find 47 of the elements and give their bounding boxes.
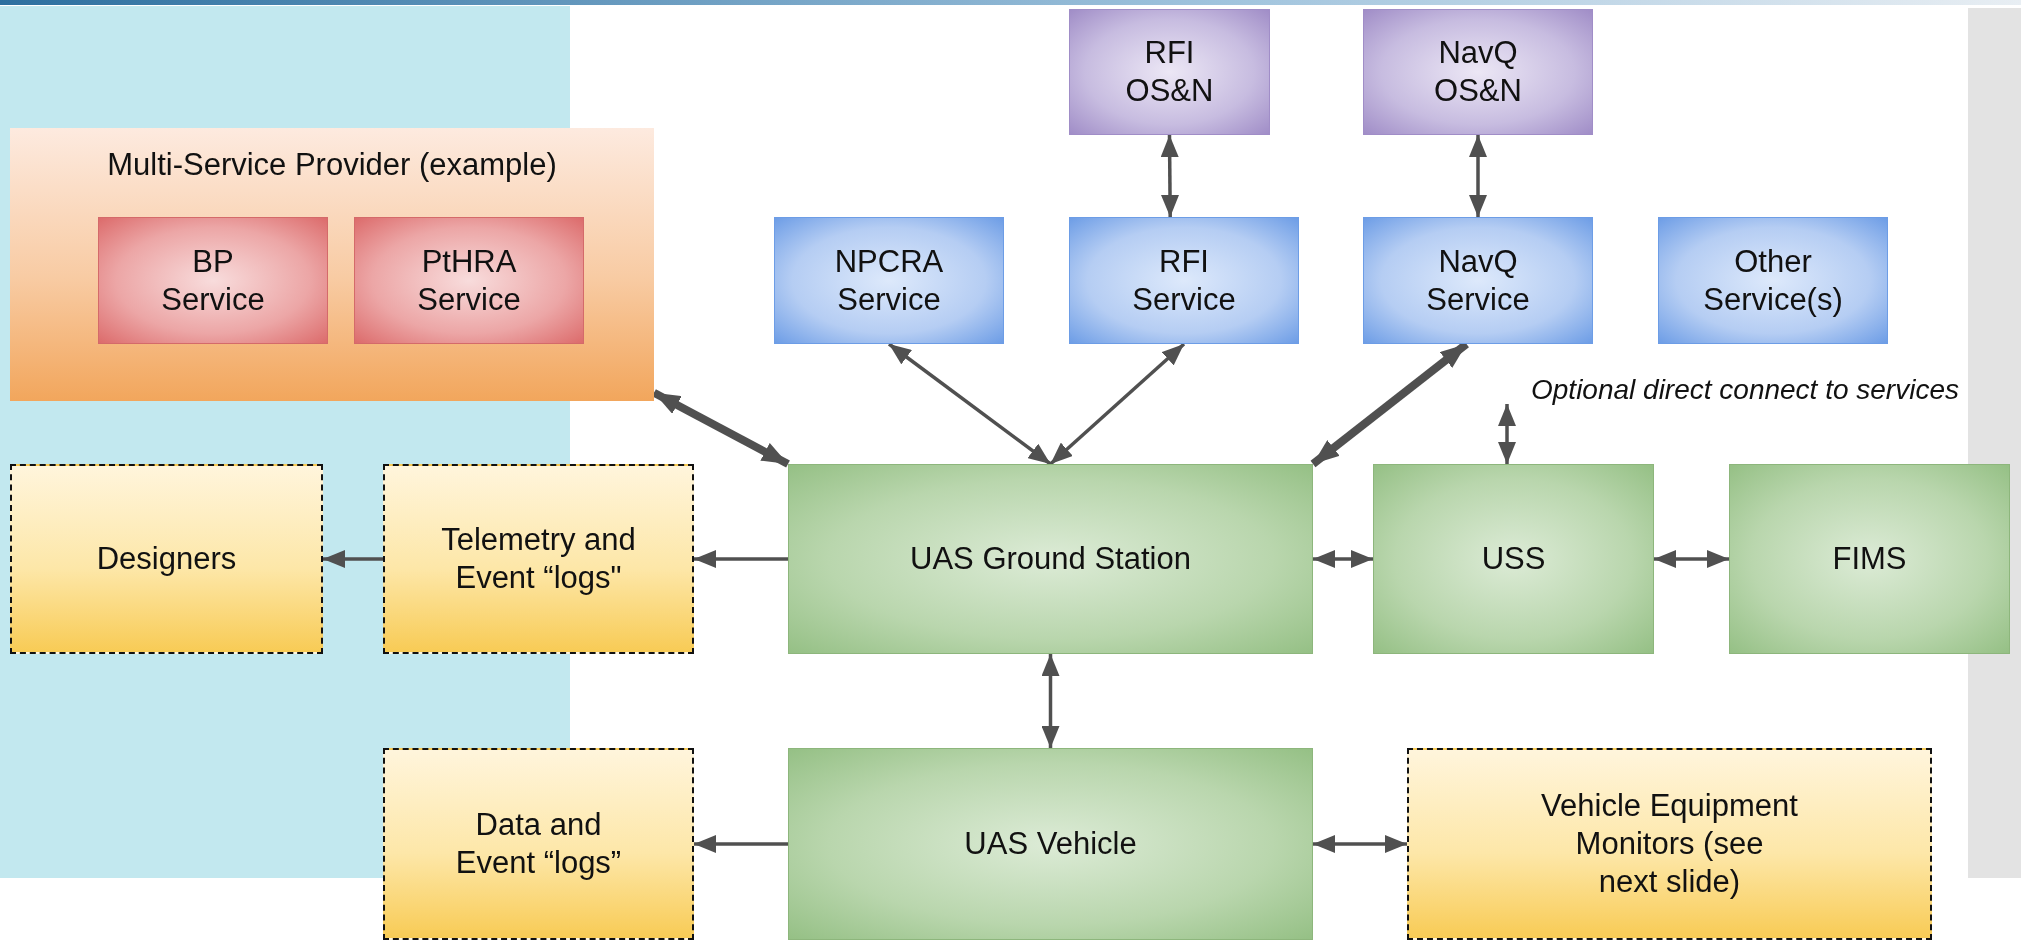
system-box [1373, 464, 1654, 654]
arrow [694, 550, 788, 568]
dashed-box [383, 748, 694, 940]
service-box [1363, 217, 1593, 344]
node-label: NavQ OS&N [1433, 34, 1523, 110]
arrow [1160, 135, 1179, 217]
node-label: PtHRA Service [416, 242, 522, 319]
node-label: Telemetry and Event “logs" [440, 521, 637, 597]
station-box [788, 464, 1313, 654]
arrow [1041, 654, 1060, 748]
dashed-box [10, 464, 323, 654]
arrow [323, 550, 383, 568]
node-label: RFI OS&N [1124, 34, 1215, 110]
arrow [1469, 135, 1487, 217]
node-label: FIMS [1831, 540, 1908, 578]
node-label: UAS Ground Station [909, 540, 1192, 578]
vehicle-box [788, 748, 1313, 940]
node-label: Other Service(s) [1702, 242, 1844, 319]
service-box [1069, 217, 1299, 344]
provider-panel [10, 128, 654, 401]
node-label: Data and Event “logs” [454, 806, 623, 882]
arrow [694, 835, 788, 853]
arrow [652, 389, 790, 468]
dashed-box [1407, 748, 1932, 940]
node-label: RFI Service [1131, 242, 1237, 319]
service-box [1363, 9, 1593, 135]
service-box [354, 217, 584, 344]
node-label: BP Service [160, 242, 266, 319]
node-label: UAS Vehicle [963, 825, 1138, 863]
node-label: Vehicle Equipment Monitors (see next slide) [1540, 787, 1799, 901]
arrow [887, 342, 1052, 466]
arrow [1313, 835, 1407, 853]
node-label: Multi-Service Provider (example) [106, 146, 558, 184]
node-label: USS [1480, 540, 1547, 578]
node-label: NavQ Service [1425, 242, 1531, 319]
service-box [1658, 217, 1888, 344]
arrow [1654, 550, 1729, 568]
arrow [1049, 342, 1186, 466]
node-label: Designers [95, 540, 238, 578]
service-box [774, 217, 1004, 344]
node-label: NPCRA Service [833, 242, 945, 319]
arrow [1313, 550, 1373, 568]
service-box [1069, 9, 1270, 135]
system-box [1729, 464, 2010, 654]
service-box [98, 217, 328, 344]
arrow [1498, 404, 1516, 464]
dashed-box [383, 464, 694, 654]
